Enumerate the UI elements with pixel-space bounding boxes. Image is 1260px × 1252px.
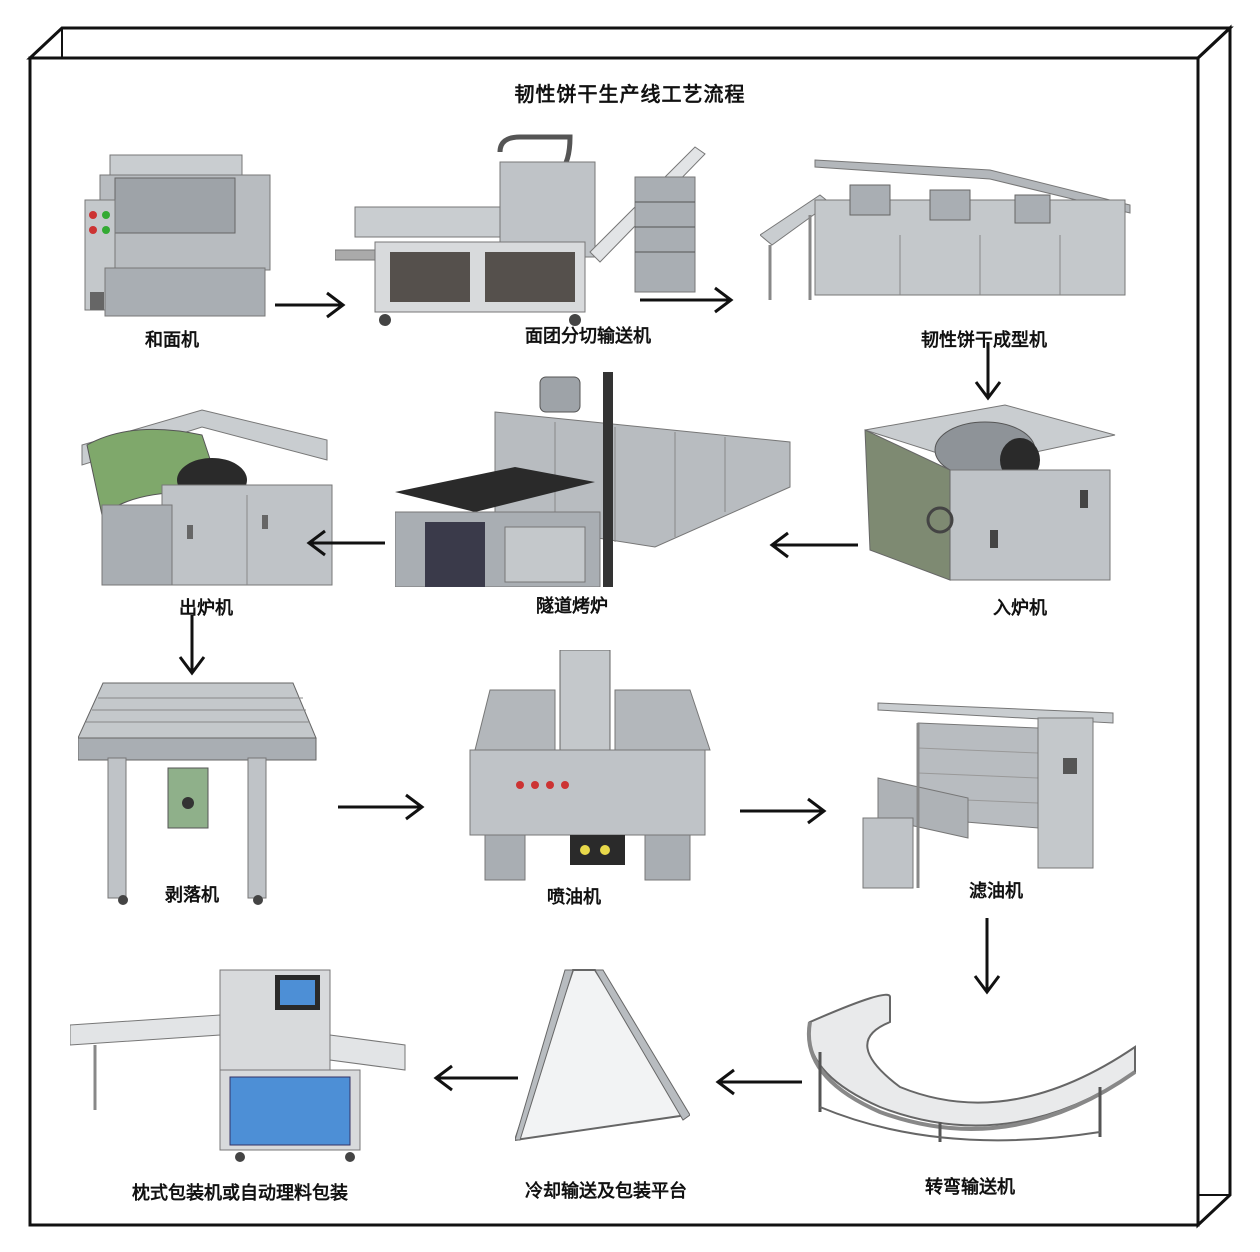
arrow-right-2 (640, 285, 735, 315)
curved-conveyor-icon (800, 992, 1138, 1147)
cooling-conveyor-platform-icon (515, 965, 690, 1150)
oven-feeder-icon (855, 400, 1120, 610)
step-label-biscuit-forming-machine: 韧性饼干成型机 (921, 330, 1047, 351)
arrow-left-4 (432, 1063, 518, 1093)
arrow-down-3 (972, 918, 1002, 996)
tunnel-oven-icon (395, 372, 800, 587)
step-label-oven-feeder: 入炉机 (993, 598, 1047, 619)
arrow-down-2 (177, 615, 207, 677)
step-label-pillow-packing-machine: 枕式包装机或自动理料包装 (132, 1183, 348, 1204)
oven-discharge-machine-icon (72, 405, 337, 595)
step-label-tunnel-oven: 隧道烤炉 (536, 596, 608, 617)
arrow-right-3 (338, 792, 426, 822)
step-label-dough-mixer: 和面机 (145, 330, 199, 351)
oil-filter-machine-icon (858, 698, 1120, 893)
diagram-title: 韧性饼干生产线工艺流程 (514, 82, 746, 106)
step-label-cooling-conveyor-platform: 冷却输送及包装平台 (525, 1181, 687, 1202)
arrow-right-1 (275, 290, 347, 320)
step-label-curved-conveyor: 转弯输送机 (925, 1177, 1015, 1198)
arrow-right-4 (740, 796, 828, 826)
dough-mixer-icon (80, 150, 275, 325)
step-label-stripping-machine: 剥落机 (165, 885, 219, 906)
step-label-dough-cutting-conveyor: 面团分切输送机 (525, 326, 651, 347)
dough-cutting-conveyor-icon (335, 132, 710, 332)
stripping-machine-icon (78, 678, 318, 908)
arrow-left-3 (714, 1067, 802, 1097)
oil-spraying-machine-icon (465, 650, 720, 890)
arrow-left-2 (305, 528, 385, 558)
arrow-left-1 (768, 530, 858, 560)
arrow-down-1 (973, 342, 1003, 402)
step-label-oven-discharge-machine: 出炉机 (179, 598, 233, 619)
pillow-packing-machine-icon (70, 965, 410, 1170)
step-label-oil-spraying-machine: 喷油机 (547, 887, 601, 908)
biscuit-forming-machine-icon (760, 155, 1135, 310)
step-label-oil-filter-machine: 滤油机 (969, 881, 1023, 902)
